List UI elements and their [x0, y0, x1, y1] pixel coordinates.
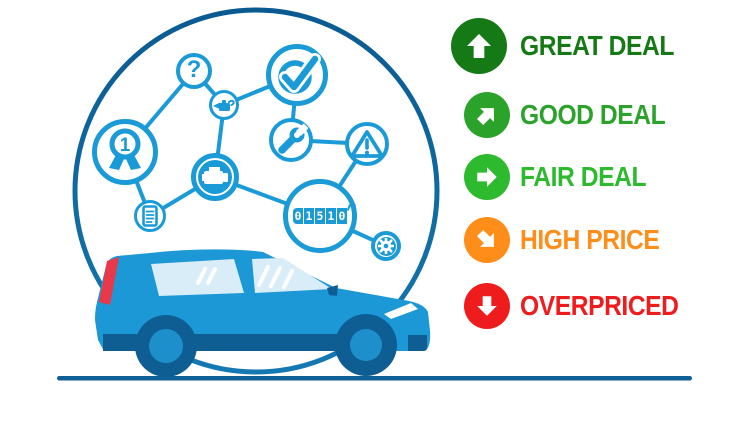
question-mark-glyph: ? [186, 56, 202, 83]
ground-line [57, 376, 692, 381]
inspection-check-icon [266, 44, 328, 106]
arrow-up-icon [467, 34, 491, 58]
warning-triangle-icon [345, 122, 389, 166]
document-icon [134, 200, 166, 232]
side-mirror [327, 285, 338, 296]
legend-label-high-price: HIGH PRICE [520, 224, 660, 255]
odometer-digit: 1 [304, 208, 314, 224]
legend-item-high-price: HIGH PRICE [464, 217, 678, 263]
odometer-digit: 1 [326, 208, 336, 224]
legend-label-overpriced: OVERPRICED [520, 290, 679, 321]
legend-label-great-deal: GREAT DEAL [520, 30, 674, 61]
car-illustration [95, 249, 431, 377]
overpriced-badge [464, 283, 510, 329]
question-icon: ? [176, 53, 212, 89]
high-price-badge [464, 217, 510, 263]
engine-icon [191, 153, 239, 201]
window-glare-streaks [196, 265, 294, 289]
legend-item-fair-deal: FAIR DEAL [464, 154, 663, 200]
rear-wheel-hub [149, 329, 183, 363]
odometer-digit: 0 [337, 208, 347, 224]
odometer-roll-mark [347, 203, 357, 211]
arrow-right-icon [477, 167, 497, 187]
arrow-up-right-icon [477, 108, 494, 125]
arrow-down-icon [477, 296, 497, 316]
odometer-digit: 0 [293, 208, 303, 224]
oil-can-icon [209, 90, 239, 120]
odometer-icon: 0 1 5 1 0 [283, 179, 357, 253]
front-bumper-notch [408, 335, 427, 351]
great-deal-badge [451, 18, 507, 74]
award-rank-number: 1 [120, 135, 131, 156]
front-wheel-hub [350, 329, 382, 361]
headlight [384, 303, 418, 319]
outer-ring [72, 7, 440, 375]
odometer-digit: 5 [315, 208, 325, 224]
taillight [99, 257, 119, 305]
gear-icon [371, 231, 401, 261]
rear-window [151, 259, 244, 296]
legend-item-overpriced: OVERPRICED [464, 283, 700, 329]
legend-label-fair-deal: FAIR DEAL [520, 161, 647, 192]
fair-deal-badge [464, 154, 510, 200]
legend-label-good-deal: GOOD DEAL [520, 99, 666, 130]
wrench-icon [269, 118, 313, 162]
legend-item-good-deal: GOOD DEAL [464, 92, 685, 138]
odometer-readout: 0 1 5 1 0 [293, 203, 357, 224]
arrow-down-right-icon [477, 230, 494, 247]
good-deal-badge [464, 92, 510, 138]
award-medal-icon: 1 [92, 119, 158, 185]
legend-item-great-deal: GREAT DEAL [451, 18, 695, 74]
